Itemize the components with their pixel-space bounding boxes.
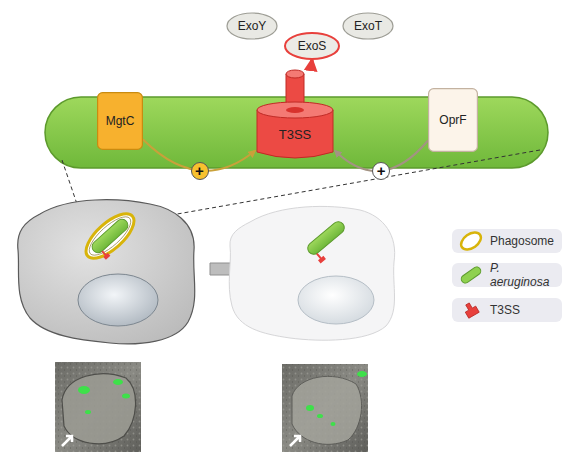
micrograph-signal (122, 394, 130, 399)
secretion-system: T3SS (255, 68, 335, 160)
phagosome (79, 206, 141, 265)
host-cell (18, 200, 195, 344)
nucleus-lysed (298, 276, 374, 324)
protein-box: OprF (428, 88, 478, 152)
node-text: ExoT (354, 19, 382, 33)
micrograph-texture (55, 362, 141, 452)
node-text: MgtC (106, 114, 135, 128)
host-cell-lysed (229, 206, 394, 340)
effector-ellipse: ExoY (226, 12, 278, 40)
legend-item: T3SS (452, 298, 562, 322)
node-text: ExoY (238, 19, 267, 33)
micrograph-signal (331, 422, 336, 426)
micrograph-cell (62, 374, 136, 444)
edge-label: + (372, 162, 390, 180)
bacterium-small (90, 217, 131, 255)
micrograph-signal (85, 410, 91, 414)
micrograph-signal (357, 371, 367, 377)
micrograph (282, 364, 368, 452)
micrograph-arrow (290, 436, 300, 446)
node-text: ExoS (298, 39, 327, 53)
micrograph-arrow (62, 436, 72, 446)
micrograph-signal (317, 414, 323, 418)
t3ss-free (314, 251, 326, 263)
legend-item: P. aeruginosa (452, 263, 562, 287)
nucleus (78, 274, 158, 326)
legend-text: T3SS (490, 303, 520, 317)
protein-box: MgtC (97, 92, 143, 150)
micrograph (55, 362, 141, 452)
t3ss-small (100, 249, 110, 260)
micrograph-signal (78, 386, 90, 394)
micrograph-cell (292, 376, 362, 444)
legend-text: P. aeruginosa (490, 261, 562, 289)
node-text: OprF (439, 113, 466, 127)
micrograph-texture (282, 364, 368, 452)
effector-ellipse: ExoT (342, 12, 394, 40)
bacterium-free (305, 219, 346, 256)
effector-ellipse: ExoS (284, 32, 340, 60)
secretion-system-outline (255, 68, 335, 160)
legend-item: Phagosome (452, 229, 562, 253)
legend-icon (456, 300, 486, 320)
phagosome-inner (84, 211, 137, 261)
legend-icon (456, 231, 486, 251)
legend-text: Phagosome (490, 234, 554, 248)
micrograph-signal (113, 379, 123, 385)
node-text: T3SS (279, 127, 312, 142)
connector-arrow (311, 60, 312, 68)
edge-label: + (191, 162, 209, 180)
legend-icon (456, 265, 486, 285)
micrograph-signal (306, 405, 314, 411)
